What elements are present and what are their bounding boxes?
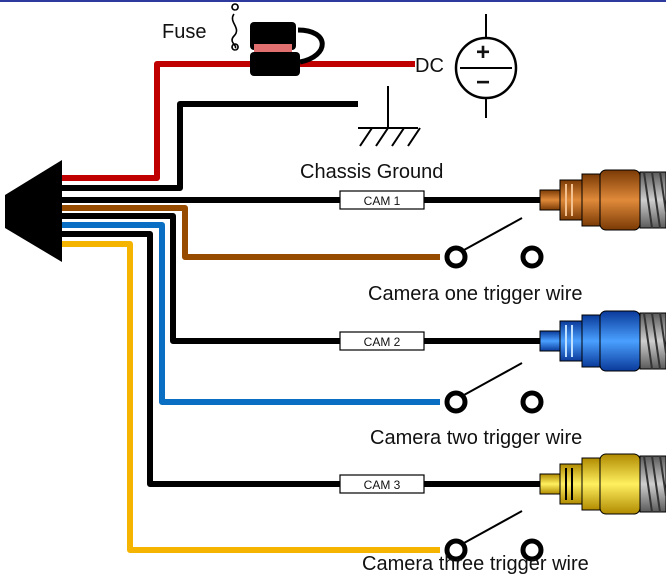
trigger1-switch-icon — [444, 217, 544, 269]
dc-label: DC — [415, 55, 444, 77]
cam3-tag — [339, 474, 425, 494]
cam1-tag-label: CAM 1 — [364, 194, 401, 208]
trigger2-switch-icon — [444, 362, 544, 414]
trigger3-label: Camera three trigger wire — [362, 553, 589, 575]
ground-wire — [62, 101, 358, 191]
fuse-label: Fuse — [162, 21, 206, 43]
trigger3-wire — [62, 241, 440, 553]
trigger3-switch-icon — [444, 510, 544, 562]
cam2-connector — [539, 310, 666, 372]
trigger2-label: Camera two trigger wire — [370, 427, 582, 449]
trigger1-wire — [62, 205, 440, 260]
cam1-connector — [539, 169, 666, 231]
fuse-holder — [250, 22, 325, 76]
cam1-tag — [339, 190, 425, 210]
cam3-connector — [539, 453, 666, 515]
cam2-tag-label: CAM 2 — [364, 335, 401, 349]
power-wire — [62, 61, 415, 181]
battery-minus: − — [476, 69, 490, 96]
trigger2-wire — [62, 222, 440, 405]
top-border — [0, 0, 666, 2]
dc-battery-icon: + − — [454, 14, 518, 118]
cam3-tag-label: CAM 3 — [364, 478, 401, 492]
fuse-symbol-icon — [231, 3, 239, 51]
battery-plus: + — [476, 39, 490, 66]
cam2-tag — [339, 331, 425, 351]
chassis-ground-label: Chassis Ground — [300, 161, 443, 183]
harness-plug — [5, 160, 62, 262]
trigger1-label: Camera one trigger wire — [368, 283, 583, 305]
chassis-ground-icon — [358, 86, 421, 147]
